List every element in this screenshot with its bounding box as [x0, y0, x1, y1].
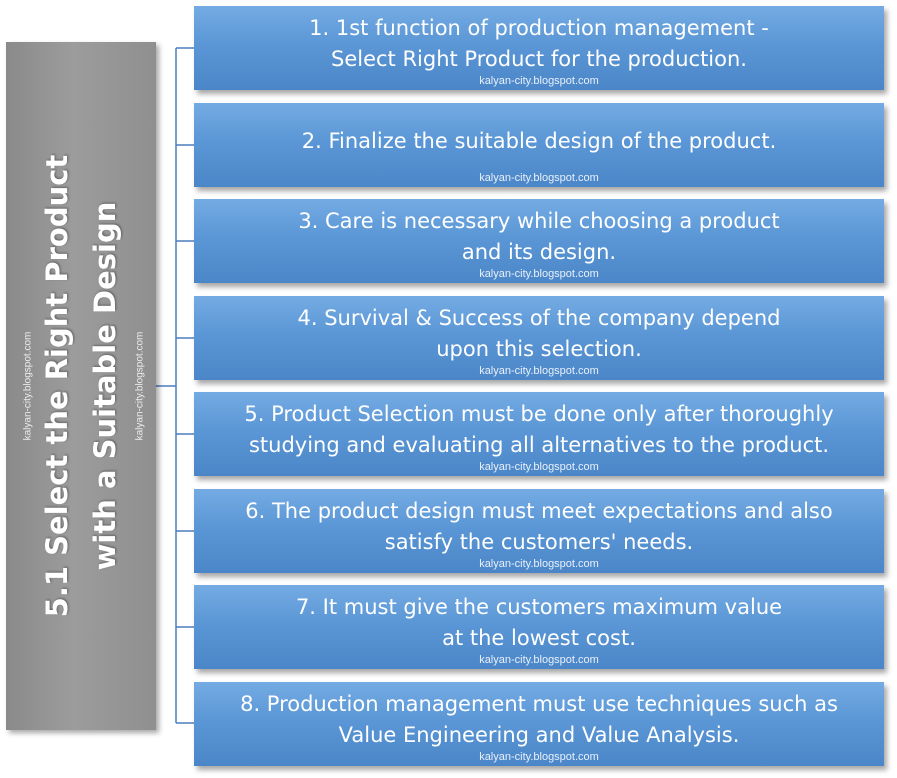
point-text: 6. The product design must meet expectat…	[245, 499, 833, 554]
box-watermark: kalyan-city.blogspot.com	[479, 558, 599, 570]
side-watermark: kalyan-city.blogspot.com	[22, 331, 34, 441]
box-watermark: kalyan-city.blogspot.com	[479, 461, 599, 473]
diagram-title: 5.1 Select the Right Product with a Suit…	[33, 56, 129, 716]
point-text: 5. Product Selection must be done only a…	[244, 402, 834, 457]
point-text: 4. Survival & Success of the company dep…	[297, 306, 781, 361]
point-text: 7. It must give the customers maximum va…	[295, 595, 783, 650]
box-watermark: kalyan-city.blogspot.com	[479, 172, 599, 184]
box-watermark: kalyan-city.blogspot.com	[479, 75, 599, 87]
box-watermark: kalyan-city.blogspot.com	[479, 268, 599, 280]
point-text: 3. Care is necessary while choosing a pr…	[298, 209, 780, 264]
point-box-5: 5. Product Selection must be done only a…	[194, 392, 884, 476]
point-box-3: 3. Care is necessary while choosing a pr…	[194, 199, 884, 283]
box-watermark: kalyan-city.blogspot.com	[479, 654, 599, 666]
side-watermark: kalyan-city.blogspot.com	[134, 331, 146, 441]
box-watermark: kalyan-city.blogspot.com	[479, 365, 599, 377]
point-text: 2. Finalize the suitable design of the p…	[301, 128, 777, 153]
title-line-2: with a Suitable Design	[88, 201, 122, 571]
point-box-8: 8. Production management must use techni…	[194, 682, 884, 766]
title-line-1: 5.1 Select the Right Product	[40, 154, 74, 618]
point-box-1: 1. 1st function of production management…	[194, 6, 884, 90]
point-box-6: 6. The product design must meet expectat…	[194, 489, 884, 573]
point-text: 8. Production management must use techni…	[240, 692, 838, 747]
point-text: 1. 1st function of production management…	[309, 16, 769, 71]
point-box-2: 2. Finalize the suitable design of the p…	[194, 103, 884, 187]
box-watermark: kalyan-city.blogspot.com	[479, 751, 599, 763]
title-panel: kalyan-city.blogspot.com 5.1 Select the …	[6, 42, 156, 730]
point-box-7: 7. It must give the customers maximum va…	[194, 585, 884, 669]
point-box-4: 4. Survival & Success of the company dep…	[194, 296, 884, 380]
